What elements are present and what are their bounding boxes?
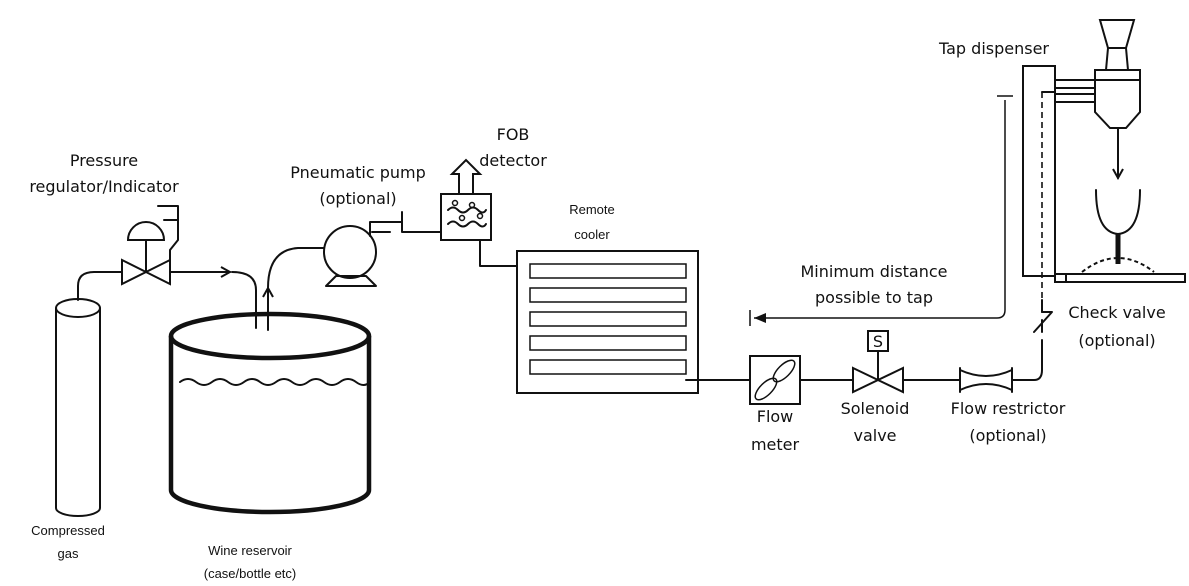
svg-text:Solenoid: Solenoid — [841, 399, 910, 418]
tap-dispenser-label: Tap dispenser — [938, 39, 1049, 58]
svg-text:(optional): (optional) — [1078, 331, 1155, 350]
wine-reservoir — [168, 311, 372, 515]
svg-text:Compressed: Compressed — [31, 523, 105, 538]
svg-text:Minimum distance: Minimum distance — [800, 262, 947, 281]
remote-cooler — [516, 250, 699, 394]
svg-text:Flow restrictor: Flow restrictor — [951, 399, 1066, 418]
svg-text:Remote: Remote — [569, 202, 615, 217]
flow-meter-label: Flow meter — [751, 407, 800, 454]
svg-text:Check valve: Check valve — [1068, 303, 1165, 322]
pneumatic-pump — [323, 211, 441, 287]
pneumatic-pump-label: Pneumatic pump (optional) — [290, 163, 426, 208]
svg-text:Pressure: Pressure — [70, 151, 138, 170]
svg-text:(optional): (optional) — [969, 426, 1046, 445]
svg-text:FOB: FOB — [497, 125, 530, 144]
solenoid-valve-label: Solenoid valve — [841, 399, 910, 445]
check-valve — [1033, 299, 1053, 333]
fob-detector-label: FOB detector — [479, 125, 547, 170]
pressure-regulator — [121, 205, 179, 286]
compressed-gas-cylinder — [55, 298, 101, 517]
minimum-distance-line — [754, 100, 1006, 323]
svg-text:possible to tap: possible to tap — [815, 288, 933, 307]
svg-text:Wine reservoir: Wine reservoir — [208, 543, 292, 558]
flow-restrictor-label: Flow restrictor (optional) — [951, 399, 1066, 445]
svg-text:(case/bottle etc): (case/bottle etc) — [204, 566, 297, 581]
fob-to-cooler-line — [479, 239, 518, 267]
remote-cooler-label: Remote cooler — [569, 202, 615, 242]
solenoid-symbol: S — [873, 332, 883, 351]
svg-text:valve: valve — [853, 426, 896, 445]
flow-meter — [749, 355, 801, 405]
tap-dispenser — [1022, 65, 1186, 300]
svg-text:(optional): (optional) — [319, 189, 396, 208]
wine-reservoir-label: Wine reservoir (case/bottle etc) — [204, 543, 297, 581]
tap-handle — [1094, 19, 1141, 129]
pressure-regulator-label: Pressure regulator/Indicator — [29, 151, 179, 196]
flow-restrictor — [959, 367, 1013, 393]
check-valve-label: Check valve (optional) — [1068, 303, 1165, 350]
svg-text:Flow: Flow — [757, 407, 794, 426]
svg-text:Pneumatic pump: Pneumatic pump — [290, 163, 426, 182]
wine-glass — [1081, 189, 1155, 273]
svg-text:cooler: cooler — [574, 227, 610, 242]
solenoid-valve — [852, 330, 904, 394]
svg-text:gas: gas — [58, 546, 79, 561]
svg-text:detector: detector — [479, 151, 547, 170]
gas-line — [77, 271, 123, 301]
compressed-gas-label: Compressed gas — [31, 523, 105, 561]
svg-text:regulator/Indicator: regulator/Indicator — [29, 177, 179, 196]
minimum-distance-label: Minimum distance possible to tap — [800, 262, 947, 307]
svg-text:meter: meter — [751, 435, 800, 454]
fob-detector — [440, 158, 492, 241]
